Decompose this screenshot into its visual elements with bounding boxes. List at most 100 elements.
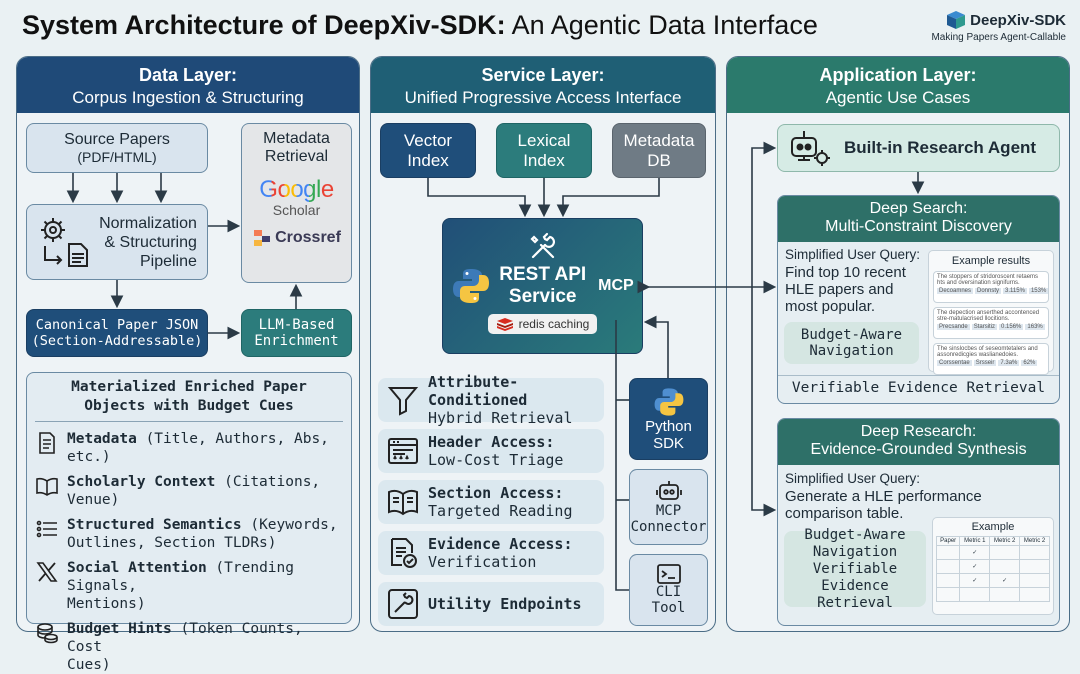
normalization-pipeline-box: Normalization & Structuring Pipeline [26,204,208,280]
service-layer-subtitle: Unified Progressive Access Interface [404,88,682,107]
metadata-retrieval-box: Metadata Retrieval Google Scholar Crossr… [241,123,352,283]
canonical-json-label: Canonical Paper JSON [35,317,199,333]
mcp-label: MCP [598,277,634,294]
result-item: The stoppers of stridoroscent retaems ht… [933,271,1049,303]
deep-research-header: Deep Research: Evidence-Grounded Synthes… [778,419,1059,465]
metadata-db-label-1: Metadata [623,130,695,150]
example-results-card: Example results The stoppers of stridoro… [928,250,1054,375]
source-papers-format: (PDF/HTML) [77,149,157,165]
notes-line: Verifiable Evidence [812,560,898,594]
metadata-db-label-2: DB [647,150,671,170]
data-layer-subtitle: Corpus Ingestion & Structuring [72,88,304,107]
robot-icon [655,481,682,500]
budget-label-1: Budget-Aware [800,327,903,343]
terminal-icon [656,564,681,584]
lexical-label-2: Index [523,150,565,170]
result-tag: Starsitiz [971,324,998,330]
crossref-label: Crossref [275,229,341,246]
access-section: Section Access:Targeted Reading [378,480,604,524]
brand-tagline: Making Papers Agent-Callable [931,32,1066,43]
redis-caching-badge: redis caching [487,314,598,334]
cube-logo-icon [947,11,966,29]
data-layer-title: Data Layer: [138,65,238,85]
deep-research-title: Deep Research: [860,423,977,440]
pipeline-label-3: Pipeline [139,252,197,270]
service-layer-title: Service Layer: [481,65,605,85]
result-tag: Decoamnes [937,288,974,294]
lexical-index-box: Lexical Index [496,123,592,178]
application-layer-subtitle: Agentic Use Cases [825,88,971,107]
example-results-title: Example results [951,255,1031,267]
vector-label-1: Vector [403,130,453,150]
metadata-retrieval-label-1: Metadata [263,130,330,147]
access-evidence: Evidence Access:Verification [378,531,604,575]
feature-structured-semantics: Structured Semantics (Keywords,Outlines,… [35,516,345,552]
deep-research-query-line: Generate a HLE performance [785,488,982,505]
result-tag: Precsande [937,324,970,330]
gear-document-icon [41,218,89,267]
pipeline-label-2: & Structuring [104,233,197,251]
deep-search-query-label: Simplified User Query: [785,247,921,262]
connector-arrows [66,141,925,591]
deep-research-query: Simplified User Query: Generate a HLE pe… [785,471,1055,522]
materialized-title-1: Materialized Enriched Paper [71,379,307,395]
research-agent-label: Built-in Research Agent [844,138,1037,157]
cli-tool-box: CLI Tool [629,554,708,626]
result-item: The depection anserthed accontenced stre… [933,307,1049,339]
deep-search-title: Deep Search: [869,200,968,217]
deep-search-header: Deep Search: Multi-Constraint Discovery [778,196,1059,242]
table-row: ✓ [935,545,1050,560]
result-tag: Srsseir [973,360,997,366]
result-tag: Corssentae [937,360,972,366]
example-table-card: Example Paper Metric 1 Metric 2 Metric 2… [932,517,1054,615]
verifiable-evidence-footer: Verifiable Evidence Retrieval [778,375,1059,403]
result-tag: 3.115% [1003,288,1027,294]
filter-icon [387,387,419,416]
deep-research-notes: Budget-Aware Navigation Verifiable Evide… [784,527,926,611]
document-icon [39,432,55,454]
python-icon [453,269,490,303]
page-title: System Architecture of DeepXiv-SDK: An A… [22,10,818,40]
mcp-connector-label-2: Connector [630,519,707,535]
deep-research-query-label: Simplified User Query: [785,471,921,486]
feature-social-attention: Social Attention (Trending Signals,Menti… [35,559,345,613]
verify-doc-icon [391,538,417,568]
deep-search-query-line: Find top 10 recent [785,264,906,281]
open-book-icon [388,489,418,516]
scholar-label: Scholar [272,202,321,218]
python-sdk-box: Python SDK [629,378,708,460]
google-scholar-logo: Google [259,176,334,203]
x-logo-icon [36,562,58,582]
source-papers-box: Source Papers (PDF/HTML) [26,123,208,173]
python-sdk-label-1: Python [645,418,692,435]
brand-block: DeepXiv-SDK Making Papers Agent-Callable [931,10,1066,43]
cli-label-1: CLI [655,584,682,600]
result-tag: 0.156% [999,324,1024,330]
notes-line: Navigation [812,543,898,560]
canonical-json-box: Canonical Paper JSON (Section-Addressabl… [26,309,208,357]
redis-icon [496,318,513,331]
redis-caching-label: redis caching [518,317,590,331]
result-tag: 62% [1021,360,1038,366]
result-tag: 153% [1028,288,1049,294]
budget-aware-navigation-badge: Budget-Aware Navigation [784,322,919,364]
robot-gear-icon [791,131,830,166]
materialized-objects-panel: Materialized Enriched Paper Objects with… [26,372,352,673]
notes-line: Retrieval [817,594,893,611]
python-sdk-label-2: SDK [653,435,684,452]
canonical-json-sub: (Section-Addressable) [31,333,203,349]
access-utility: Utility Endpoints [378,582,604,626]
source-papers-label: Source Papers [64,131,170,148]
brand-name: DeepXiv-SDK [970,11,1066,29]
vector-label-2: Index [407,150,449,170]
example-table-title: Example [971,521,1015,533]
result-tag: Donnsty [975,288,1002,294]
crossref-logo: Crossref [252,228,341,248]
application-layer-title: Application Layer: [819,65,977,85]
service-layer-header: Service Layer: Unified Progressive Acces… [371,57,715,113]
budget-label-2: Navigation [809,343,894,359]
result-text: The depection anserthed accontenced stre… [937,310,1040,322]
llm-label-1: LLM-Based [258,317,335,333]
deep-search-query-line: most popular. [785,298,876,315]
